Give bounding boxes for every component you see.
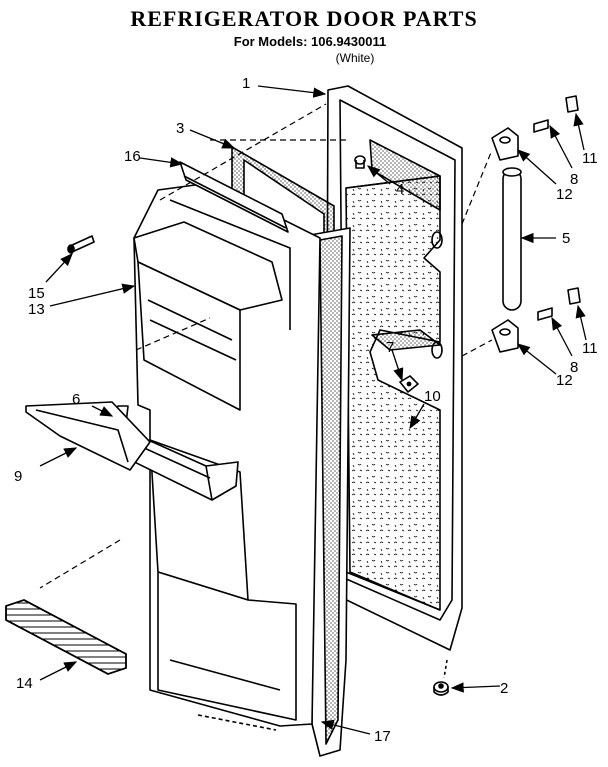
screw-part-15 <box>67 235 95 254</box>
callout-12-lower: 12 <box>556 372 573 389</box>
callout-labels: 1 2 3 4 5 6 7 8 8 9 10 11 11 12 12 13 14… <box>14 75 598 745</box>
breaker-strip <box>309 227 351 757</box>
callout-9: 9 <box>14 468 22 485</box>
callout-3: 3 <box>176 120 184 137</box>
door-handle <box>502 167 522 311</box>
callout-8-lower: 8 <box>570 359 578 376</box>
callout-17: 17 <box>374 728 391 745</box>
callout-16: 16 <box>124 148 141 165</box>
callout-2: 2 <box>500 680 508 697</box>
callout-8-upper: 8 <box>570 171 578 188</box>
callout-4: 4 <box>396 181 404 198</box>
callout-1: 1 <box>242 75 250 92</box>
callout-12-upper: 12 <box>556 186 573 203</box>
bottom-hinge-part <box>433 659 449 696</box>
callout-7: 7 <box>386 339 394 356</box>
clip-part-7 <box>399 375 419 393</box>
models-line: For Models: 106.9430011 <box>233 34 387 49</box>
callout-11-upper: 11 <box>582 150 598 167</box>
callout-13: 13 <box>28 301 45 318</box>
color-line: (White) <box>335 51 375 65</box>
shelf-bar <box>25 401 151 471</box>
callout-14: 14 <box>16 675 33 692</box>
upper-handle-mount <box>491 95 579 161</box>
top-trim-strip <box>179 161 289 233</box>
callout-5: 5 <box>562 230 570 247</box>
grille-panel <box>5 599 127 675</box>
callout-6: 6 <box>72 391 80 408</box>
plug-part-4 <box>354 155 366 169</box>
leader-arrows <box>39 85 587 735</box>
callout-10: 10 <box>424 388 441 405</box>
lower-handle-mount <box>491 287 581 353</box>
diagram-title: REFRIGERATOR DOOR PARTS <box>130 6 478 31</box>
callout-11-lower: 11 <box>582 340 598 357</box>
callout-15: 15 <box>28 285 45 302</box>
